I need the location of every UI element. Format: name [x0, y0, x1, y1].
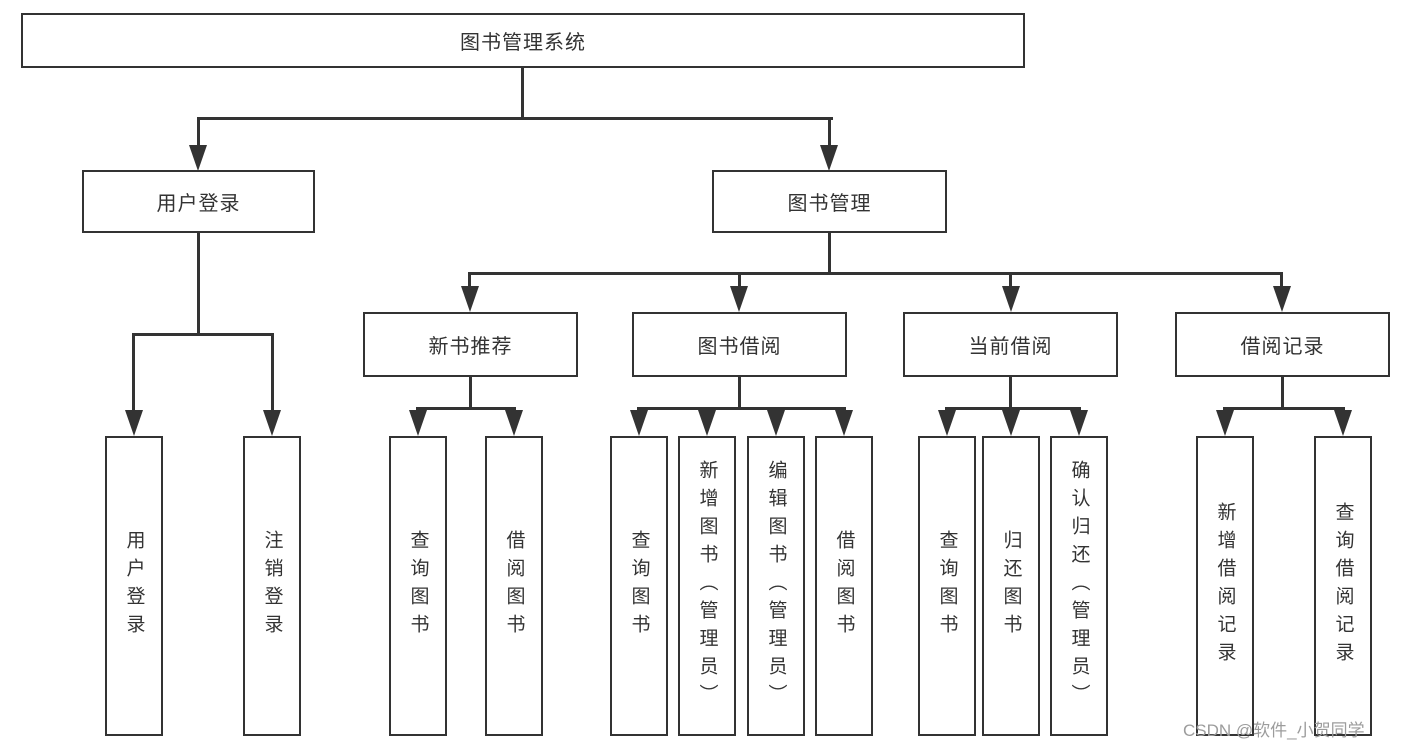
- leaf-add-books-admin: 新增图书（管理员）: [678, 436, 736, 736]
- leaf-label: 新增借阅记录: [1214, 502, 1236, 670]
- connector-line: [828, 233, 831, 274]
- leaf-add-borrow-record: 新增借阅记录: [1196, 436, 1254, 736]
- leaf-query-books-recommend: 查询图书: [389, 436, 447, 736]
- connector-arrow: [767, 410, 785, 436]
- connector-line: [738, 377, 741, 409]
- connector-arrow: [938, 410, 956, 436]
- connector-arrow: [263, 410, 281, 436]
- connector-arrow: [461, 286, 479, 312]
- leaf-label: 查询图书: [936, 530, 958, 642]
- leaf-return-books: 归还图书: [982, 436, 1040, 736]
- csdn-watermark: CSDN @软件_小贺同学: [1183, 721, 1365, 740]
- leaf-label: 新增图书（管理员）: [696, 460, 718, 712]
- connector-line: [1280, 272, 1283, 288]
- connector-line: [521, 68, 524, 119]
- connector-arrow: [189, 145, 207, 171]
- connector-arrow: [1334, 410, 1352, 436]
- leaf-label: 查询图书: [628, 530, 650, 642]
- connector-arrow: [505, 410, 523, 436]
- leaf-user-login: 用户登录: [105, 436, 163, 736]
- connector-arrow: [835, 410, 853, 436]
- connector-line: [945, 407, 1081, 410]
- leaf-borrow-books-recommend: 借阅图书: [485, 436, 543, 736]
- connector-line: [1281, 377, 1284, 409]
- leaf-label: 查询图书: [407, 530, 429, 642]
- connector-line: [469, 377, 472, 409]
- connector-line: [828, 117, 831, 147]
- node-current-borrow: 当前借阅: [903, 312, 1118, 377]
- connector-arrow: [1002, 286, 1020, 312]
- connector-arrow: [698, 410, 716, 436]
- connector-arrow: [1002, 410, 1020, 436]
- connector-line: [132, 333, 135, 412]
- connector-arrow: [1273, 286, 1291, 312]
- leaf-logout: 注销登录: [243, 436, 301, 736]
- leaf-query-books-current: 查询图书: [918, 436, 976, 736]
- leaf-label: 借阅图书: [833, 530, 855, 642]
- leaf-label: 用户登录: [123, 530, 145, 642]
- node-root: 图书管理系统: [21, 13, 1025, 68]
- connector-line: [416, 407, 516, 410]
- node-book-management: 图书管理: [712, 170, 947, 233]
- leaf-label: 注销登录: [261, 530, 283, 642]
- node-user-login: 用户登录: [82, 170, 315, 233]
- leaf-label: 借阅图书: [503, 530, 525, 642]
- connector-arrow: [820, 145, 838, 171]
- connector-arrow: [125, 410, 143, 436]
- connector-arrow: [409, 410, 427, 436]
- leaf-query-borrow-record: 查询借阅记录: [1314, 436, 1372, 736]
- connector-line: [1009, 377, 1012, 409]
- connector-line: [132, 333, 274, 336]
- node-borrow-records: 借阅记录: [1175, 312, 1390, 377]
- connector-arrow: [1216, 410, 1234, 436]
- leaf-confirm-return-admin: 确认归还（管理员）: [1050, 436, 1108, 736]
- connector-arrow: [630, 410, 648, 436]
- leaf-label: 编辑图书（管理员）: [765, 460, 787, 712]
- connector-line: [1009, 272, 1012, 288]
- leaf-edit-books-admin: 编辑图书（管理员）: [747, 436, 805, 736]
- connector-line: [738, 272, 741, 288]
- connector-line: [468, 272, 1283, 275]
- connector-line: [271, 333, 274, 412]
- connector-arrow: [730, 286, 748, 312]
- node-new-book-recommend: 新书推荐: [363, 312, 578, 377]
- connector-line: [637, 407, 846, 410]
- connector-line: [468, 272, 471, 288]
- connector-line: [197, 117, 833, 120]
- node-book-borrow: 图书借阅: [632, 312, 847, 377]
- leaf-label: 确认归还（管理员）: [1068, 460, 1090, 712]
- leaf-label: 查询借阅记录: [1332, 502, 1354, 670]
- connector-line: [197, 117, 200, 147]
- leaf-query-books-borrow: 查询图书: [610, 436, 668, 736]
- connector-arrow: [1070, 410, 1088, 436]
- leaf-label: 归还图书: [1000, 530, 1022, 642]
- connector-line: [197, 233, 200, 335]
- leaf-borrow-books: 借阅图书: [815, 436, 873, 736]
- connector-line: [1223, 407, 1345, 410]
